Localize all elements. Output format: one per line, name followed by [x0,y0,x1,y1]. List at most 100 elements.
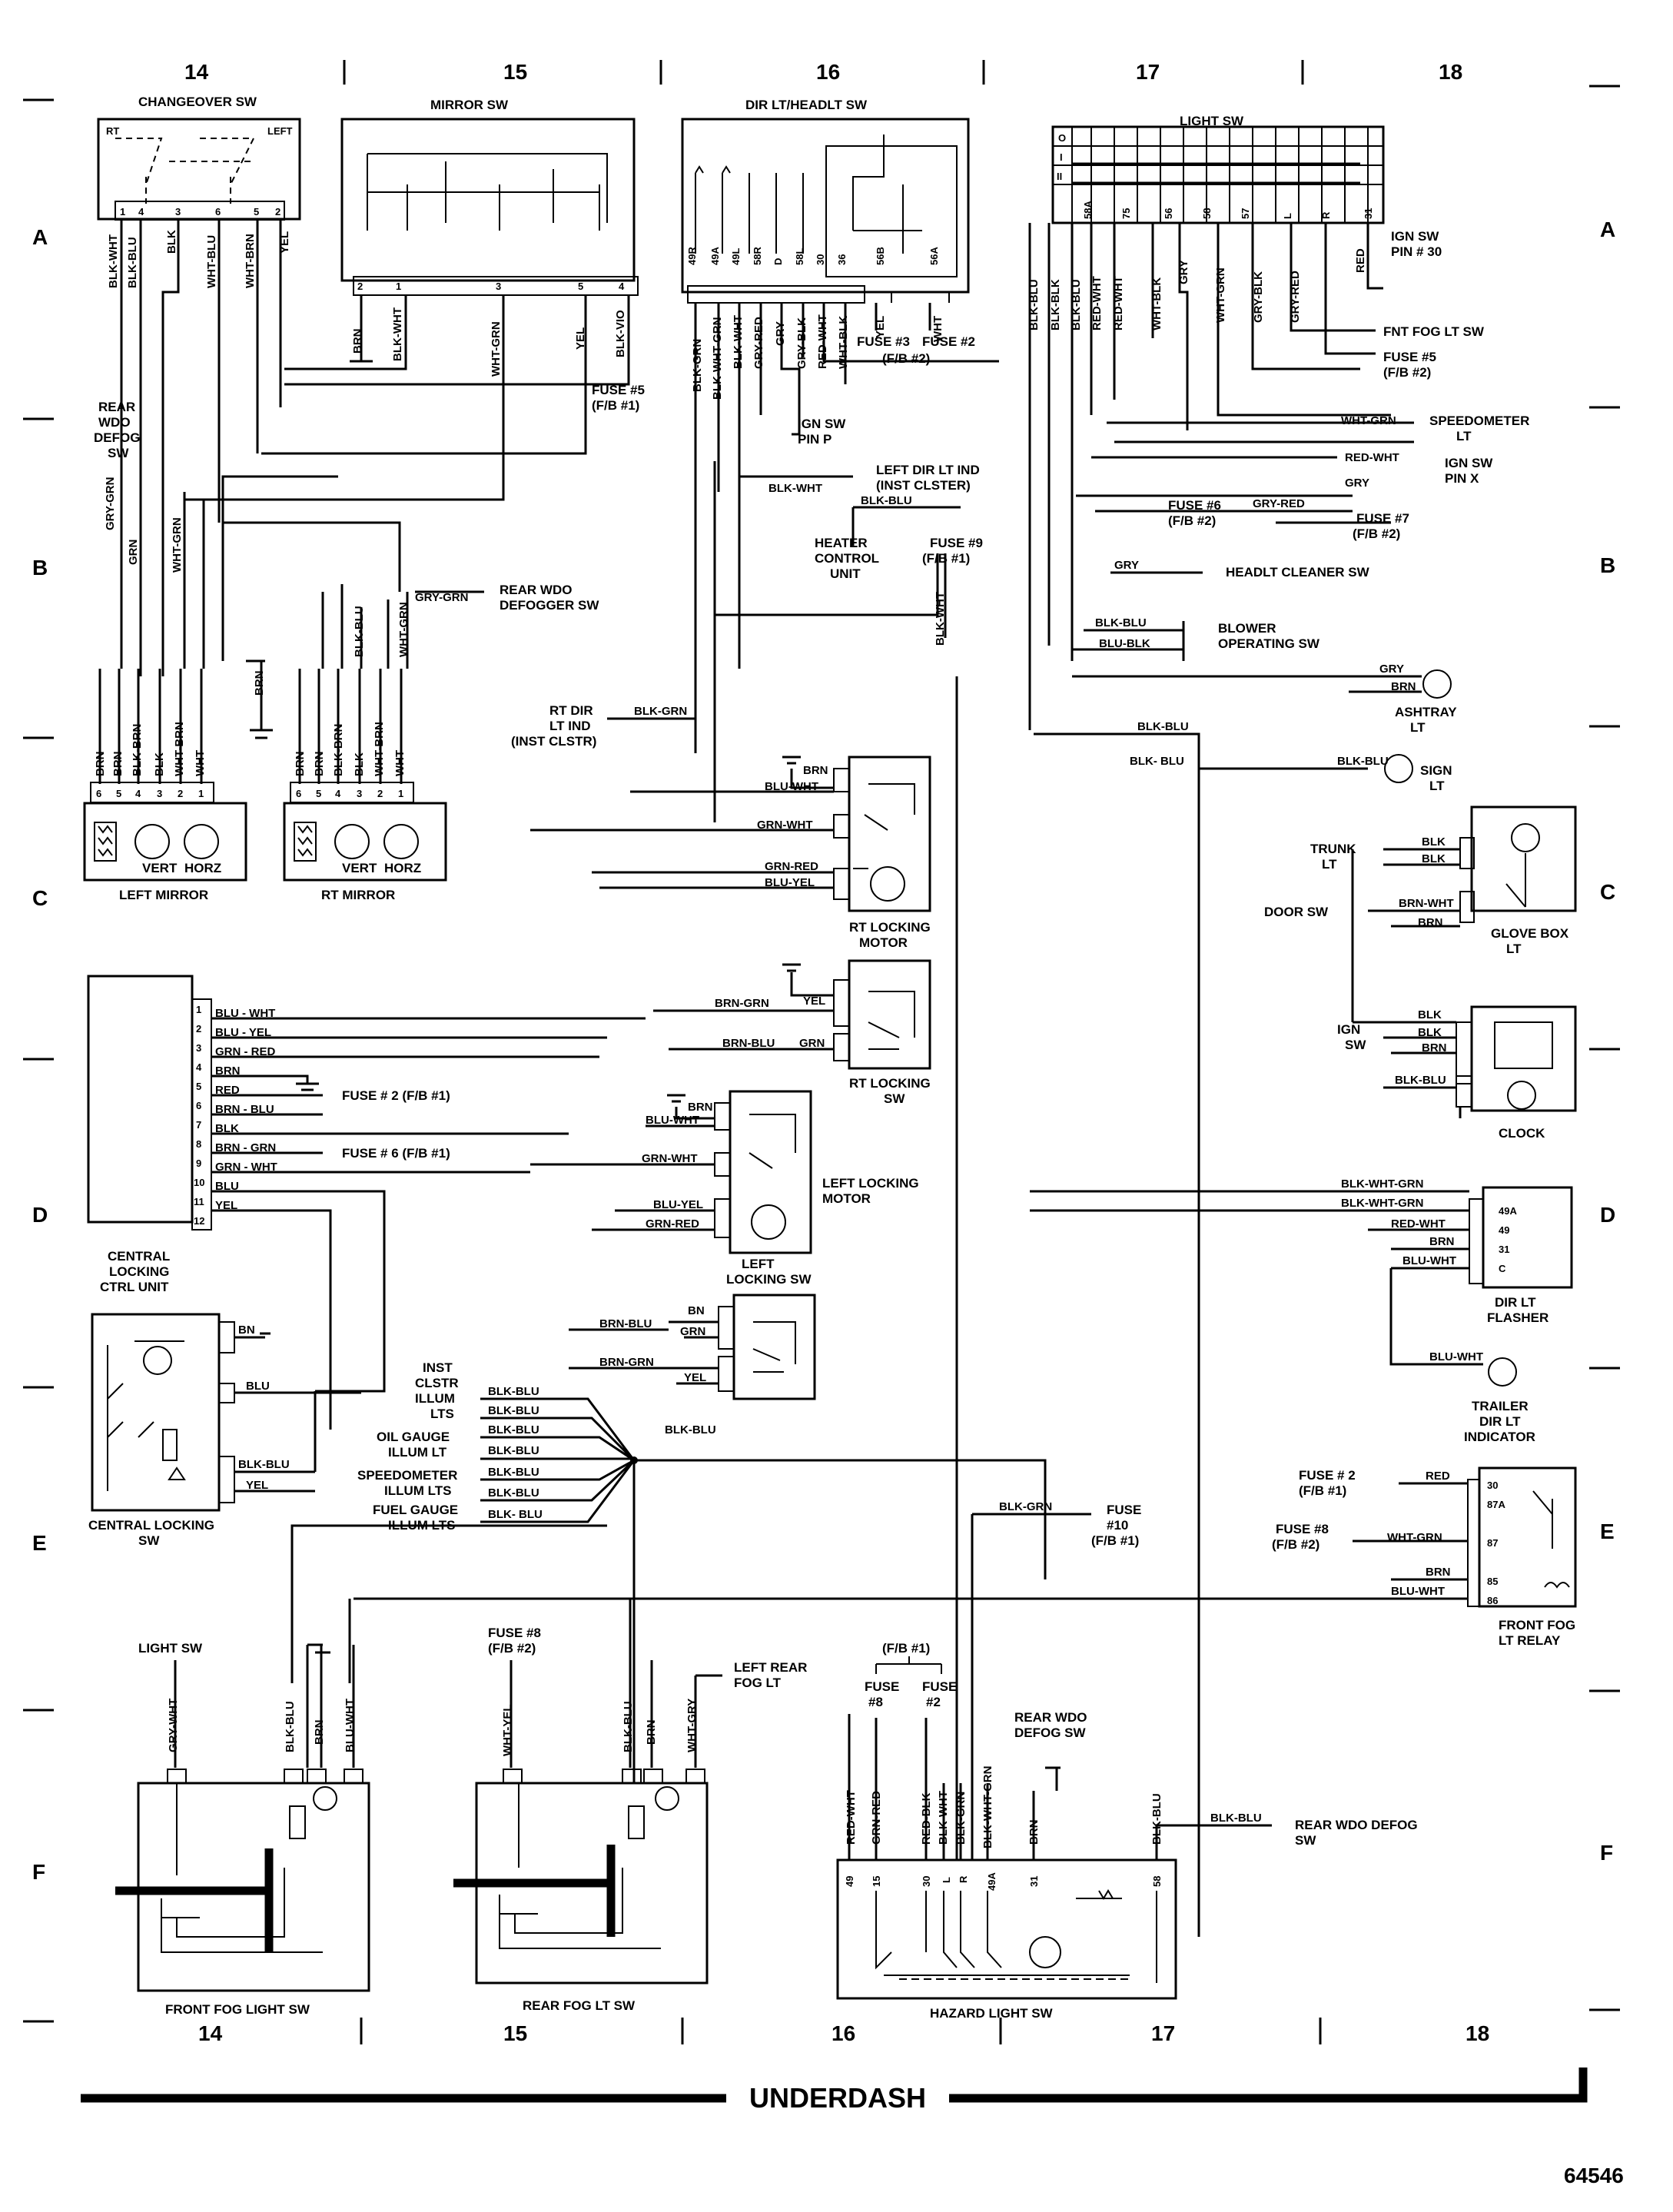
ref-text: BLOWER [1218,621,1276,636]
column-headers-bottom: 14 15 16 17 18 [198,2018,1489,2045]
wire-label: BLK-BLU [1150,1793,1163,1845]
fuse-ref: (F/B #2) [882,351,930,366]
wire-label: BLU-WHT [1402,1254,1456,1267]
fuse-ref: (F/B #1) [1091,1533,1139,1548]
component-label: LEFT LOCKING [822,1176,919,1191]
pin: 5 [196,1081,201,1092]
flasher-label: FLASHER [1487,1310,1549,1325]
pin: 3 [175,206,181,218]
ref-text: IGN [1337,1022,1360,1037]
pin: 2 [178,788,183,799]
wire-label: BLK-WHT [768,482,822,495]
wire-label: BN [238,1324,255,1337]
pin: 49R [686,247,698,265]
wire-label: GRN [799,1037,825,1050]
trailer-label: DIR LT [1479,1414,1521,1429]
pin: 6 [96,788,101,799]
left-locking-motor: BRN BLU-WHT GRN-WHT BLU-YEL GRN-RED LEFT… [530,1090,919,1254]
light-switch: LIGHT SW O I II 58A 75 56 58 57 L R 31 B… [1027,114,1391,730]
pin: 6 [215,206,221,218]
wire-label: BLK [1418,1026,1442,1039]
pin: 87 [1487,1537,1498,1549]
dir-headlt-sw-label: DIR LT/HEADLT SW [745,98,868,112]
ref-text: REAR WDO [500,583,572,597]
wire-label: GRN-RED [870,1791,883,1845]
ref-text: IGN SW [1445,456,1493,470]
wire-label: BLK-BLK [1049,279,1062,330]
changeover-left: LEFT [267,125,293,137]
column-number: 18 [1439,60,1462,84]
wire-label: BLK [165,230,178,254]
hazard-light-sw: (F/B #1) FUSE #8 FUSE #2 REAR WDO DEFOG … [836,1641,1418,2021]
wire-label: WHT-GRN [1214,267,1227,323]
wire-label: BLU - YEL [215,1026,271,1039]
wire-label: RED-WHT [1345,451,1399,464]
wire-label: YEL [215,1199,237,1212]
sign-label: SIGN [1420,763,1452,778]
wire-label: BLK-WHT [391,307,404,361]
ref-text: DEFOG SW [1014,1725,1087,1740]
dir-lt-references: BLK-WHT LEFT DIR LT IND (INST CLSTER) BL… [511,461,983,1937]
column-number: 18 [1466,2021,1489,2045]
ign-sw-clock: IGN SW BLK BLK BRN BLK-BLU CLOCK [1337,1005,1577,1141]
pin: 12 [194,1215,204,1227]
wire-label: GRY [1379,663,1404,676]
wire-label: BLU-WHT [1429,1350,1483,1363]
relay-label: LT RELAY [1499,1633,1561,1648]
pin: 4 [196,1061,202,1073]
left-mirror: BRN BRN BLK-BRN BLK WHT-BRN WHT 6 5 4 3 … [83,669,247,902]
wire-label: BLK-BLU [861,494,912,507]
wire-label: BRN [688,1101,713,1114]
ref-text: CLSTR [415,1376,459,1390]
wire-label: BLU [215,1180,239,1193]
vert-motor-icon [334,824,370,859]
wire-label: GRN-WHT [642,1152,697,1165]
wire-label: BLU-WHT [344,1699,357,1752]
fuse-ref: FUSE #7 [1356,511,1409,526]
ashtray-label: ASHTRAY [1395,705,1457,719]
front-fog-relay: 30 87A 87 85 86 RED FUSE # 2 (F/B #1) WH… [1199,1466,1577,1648]
ref-text: REAR WDO DEFOG [1295,1818,1418,1832]
component-label: MOTOR [822,1191,871,1206]
pin: 4 [335,788,341,799]
ref-text: ILLUM [415,1391,455,1406]
motor-icon [751,1204,786,1240]
central-locking-sw: BN BLU BLK-BLU YEL CENTRAL LOCKING SW [88,1313,361,1548]
wire-label: BLK-BLU [488,1404,539,1417]
pin: 5 [116,788,121,799]
pin: 30 [1487,1480,1498,1491]
pin: 4 [138,206,144,218]
sign-label: LT [1429,779,1445,793]
component-label: HAZARD LIGHT SW [930,2006,1054,2021]
wire-label: BLK-BLU [238,1458,290,1471]
ref-text: DOOR SW [1264,905,1329,919]
wire-label: WHT-BLK [837,316,850,369]
component-label: SW [138,1533,160,1548]
relay-label: FRONT FOG [1499,1618,1575,1632]
fuse-ref: FUSE #2 [922,334,975,349]
pin: 49 [1499,1224,1509,1236]
ref-text: INST [423,1360,453,1375]
fuse-ref: (F/B #2) [1383,365,1431,380]
row-letter: A [32,225,48,249]
wire-label: WHT-GRN [1387,1531,1442,1544]
pin: 31 [1363,208,1374,219]
pin: 5 [316,788,321,799]
wire-label: BLK-BLU [622,1701,635,1752]
mirror-switch: MIRROR SW 2 1 3 5 4 BRN BLK-WHT WHT-GRN … [184,98,645,501]
rt-locking-sw: BRN-GRN YEL BRN-BLU GRN RT LOCKING SW [653,959,931,1106]
pin: 1 [196,1004,201,1015]
wire-label: GRN [127,540,140,565]
ref-text: ILLUM LTS [384,1483,452,1498]
wire-label: BRN-WHT [1399,897,1454,910]
wire-label: WHT-GRN [397,602,410,657]
pin: 56A [928,247,940,265]
ref-text: LT IND [549,719,591,733]
sign-lt: BLK-BLU BLK- BLU BLK-BLU SIGN LT [1034,720,1452,1937]
pin: 1 [398,788,403,799]
pin: 85 [1487,1576,1498,1587]
pin: 36 [836,254,848,265]
wire-label: GRY-BLK [1252,271,1265,323]
heater-label: HEATER [815,536,868,550]
component-label: MOTOR [859,935,908,950]
